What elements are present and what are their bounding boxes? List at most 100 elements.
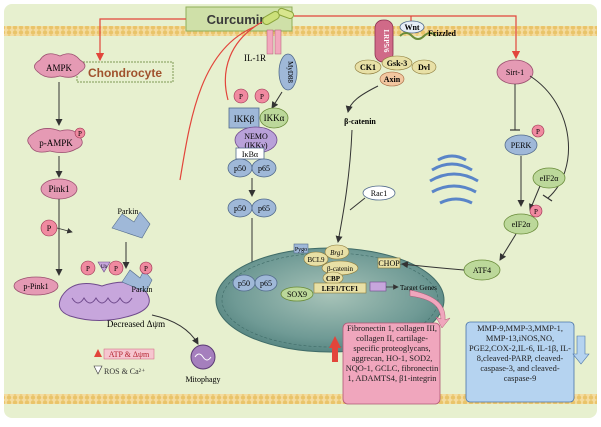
p50-label-3: p50 <box>238 279 250 288</box>
perk-label: PERK <box>511 141 532 150</box>
frizzled-receptor <box>399 32 437 40</box>
gsk3-node <box>381 55 413 71</box>
eif2a-arrow <box>499 233 517 261</box>
phospho-ikkb-label: P <box>239 93 243 101</box>
ikkb-label: IKKβ <box>234 114 255 124</box>
phospho-perk <box>531 124 545 138</box>
pygo-label: Pygo <box>295 247 307 253</box>
curcumin-title: Curcumin <box>207 12 268 27</box>
wnt-node <box>399 20 425 34</box>
mitophagy-label: Mitophagy <box>185 375 220 384</box>
p50-label-2: p50 <box>234 204 246 213</box>
decreased-label: Decreased Δψm <box>107 319 165 329</box>
axin-node <box>379 71 405 87</box>
sirt1-label: Sirt-1 <box>506 68 524 77</box>
upregulated-text-wrap: Fibronectin 1, collagen III, collagen II… <box>345 324 439 383</box>
wnt-label: Wnt <box>404 23 419 32</box>
curcumin-to-sirt1-arrow <box>294 15 521 60</box>
myd88-node <box>278 53 298 91</box>
endoplasmic-reticulum <box>429 154 479 205</box>
perk-node <box>504 134 538 156</box>
target-genes-curve-arrow <box>409 289 451 329</box>
dvl-label: Dvl <box>418 63 431 72</box>
target-genes-label: Target Genes <box>400 284 437 292</box>
phospho-p-ampk <box>74 127 86 139</box>
p65-label-1: p65 <box>258 164 270 173</box>
atf4-arrow <box>401 261 465 271</box>
ikkb-node <box>228 107 260 129</box>
p65-label-3: p65 <box>260 279 272 288</box>
phospho-perk-label: P <box>536 128 540 136</box>
pygo-node <box>293 243 309 254</box>
rac1-label: Rac1 <box>371 189 387 198</box>
upregulated-text: Fibronectin 1, collagen III, collagen II… <box>345 324 439 383</box>
cbp-label: CBP <box>326 275 341 283</box>
phospho-parkin-2 <box>139 261 153 275</box>
frizzled-label: Frizzled <box>428 29 457 38</box>
p65-label-2: p65 <box>258 204 270 213</box>
curcumin-to-ampk-arrow <box>95 18 186 62</box>
parkin-label: Parkin <box>118 207 139 216</box>
lef1-label: LEF1/TCF1 <box>322 285 359 293</box>
myd88-arrow <box>271 91 283 109</box>
eif2a-node-1 <box>532 167 566 189</box>
membrane-bottom <box>4 394 597 404</box>
chondrocyte-label: Chondrocyte <box>88 66 162 80</box>
rac1-node <box>362 185 396 201</box>
lrp56-label: LRP5/6 <box>382 30 390 53</box>
il1r-label: IL-1R <box>244 53 266 63</box>
phospho-p-ampk-label: P <box>78 130 82 138</box>
bcl9-label: BCL9 <box>307 256 325 264</box>
chop-label: CHOP <box>378 259 400 268</box>
phospho-parkin <box>108 260 124 276</box>
phospho-pink1 <box>80 260 96 276</box>
nemo-label: NEMO <box>244 132 268 141</box>
target-gene-box <box>369 281 387 292</box>
axin-label: Axin <box>384 75 401 84</box>
atf4-label: ATF4 <box>473 266 491 275</box>
p-pink1-node <box>13 276 59 296</box>
brg1-node <box>324 244 350 260</box>
phospho-parkin-label: P <box>114 265 118 273</box>
cell-background <box>4 4 597 418</box>
membrane-top <box>4 26 597 36</box>
phospho-eif2a-label: P <box>534 208 538 216</box>
parkin-mito-label: Parkin <box>132 285 153 294</box>
mitophagy-icon <box>190 344 216 370</box>
sox9-node <box>280 286 314 302</box>
ikba-node <box>235 147 265 160</box>
ampk-label: AMPK <box>46 63 73 73</box>
ck1-node <box>354 59 382 75</box>
ck1-label: CK1 <box>360 63 376 72</box>
downregulate-arrow-icon <box>572 335 590 365</box>
ikkg-label: (IKKγ) <box>244 141 267 150</box>
ub-shape <box>97 261 111 273</box>
ikka-node <box>259 107 289 129</box>
p-pink1-label: p-Pink1 <box>23 282 48 291</box>
dvl-node <box>411 59 437 75</box>
ikka-label: IKKα <box>264 113 285 123</box>
parkin-shape <box>111 211 151 239</box>
upregulate-arrow-icon <box>329 336 341 362</box>
p-ampk-label: p-AMPK <box>39 138 73 148</box>
beta-catenin-label: β-catenin <box>344 117 376 126</box>
arrow-down-icon <box>93 365 103 375</box>
ros-legend: ROS & Ca²⁺ <box>104 367 145 376</box>
arrow-up-icon <box>94 349 102 357</box>
nuc-beta-catenin-label: β-catenin <box>327 265 354 273</box>
p65-node-1 <box>251 158 277 178</box>
phospho-pink1-label: P <box>86 265 90 273</box>
mitophagy-arrow <box>151 314 199 345</box>
ikba-label: IκBα <box>242 150 259 159</box>
downregulated-box <box>465 321 575 403</box>
sox9-label: SOX9 <box>287 290 307 299</box>
capsule-icon <box>262 7 295 25</box>
eif2a-node-2 <box>503 213 539 235</box>
lef1-node <box>313 282 367 294</box>
phospho-p-label: P <box>47 224 52 233</box>
ub-label: Ub <box>101 265 108 270</box>
curcumin-to-il1r-arrow <box>179 26 255 181</box>
atp-legend: ATP & Δψm <box>109 350 150 359</box>
